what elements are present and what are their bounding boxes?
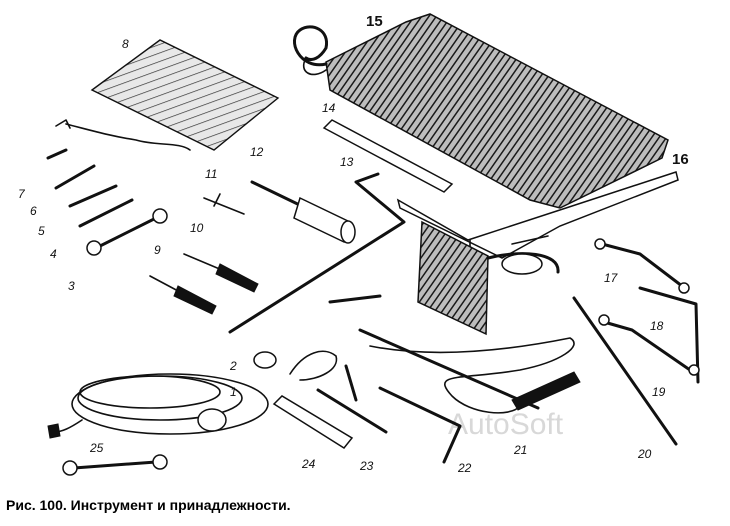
screwdriver-small — [149, 275, 217, 315]
label-12: 12 — [250, 145, 264, 159]
watermark-text: AutoSoft — [448, 408, 564, 441]
label-21: 21 — [513, 443, 527, 457]
figure-caption: Рис. 100. Инструмент и принадлежности. — [6, 497, 291, 513]
label-24: 24 — [301, 457, 316, 471]
label-3: 3 — [68, 279, 75, 293]
box-spanner — [316, 364, 388, 434]
label-15: 15 — [366, 13, 383, 30]
tool-roll — [55, 39, 280, 151]
label-16: 16 — [672, 151, 689, 168]
label-6: 6 — [30, 204, 37, 218]
label-13: 13 — [340, 155, 354, 169]
wheel-socket — [253, 350, 338, 381]
label-20: 20 — [637, 447, 652, 461]
label-25: 25 — [89, 441, 104, 455]
label-18: 18 — [650, 319, 664, 333]
tyre-pump — [328, 294, 581, 414]
label-1: 1 — [230, 385, 237, 399]
label-5: 5 — [38, 224, 45, 238]
label-22: 22 — [457, 461, 472, 475]
label-8: 8 — [122, 37, 129, 51]
inspection-lamp — [47, 373, 269, 439]
label-17: 17 — [604, 271, 619, 285]
screwdriver-large — [183, 253, 259, 293]
label-14: 14 — [322, 101, 336, 115]
crank-handle — [228, 172, 406, 334]
flat-bar — [322, 119, 454, 193]
tool-bag — [293, 13, 669, 209]
label-23: 23 — [359, 459, 374, 473]
tyre-lever — [572, 296, 678, 446]
jack — [396, 171, 679, 336]
pin — [203, 193, 245, 215]
label-2: 2 — [229, 359, 237, 373]
label-19: 19 — [652, 385, 666, 399]
label-10: 10 — [190, 221, 204, 235]
ring-spanners — [594, 238, 700, 384]
open-spanner — [72, 460, 158, 470]
hex-key — [378, 386, 462, 464]
label-11: 11 — [205, 167, 217, 181]
label-4: 4 — [50, 247, 57, 261]
spark-plug-wrench — [250, 180, 356, 244]
label-7: 7 — [18, 187, 26, 201]
label-9: 9 — [154, 243, 161, 257]
wrench-set — [46, 148, 168, 256]
tube-spanner — [272, 395, 354, 449]
